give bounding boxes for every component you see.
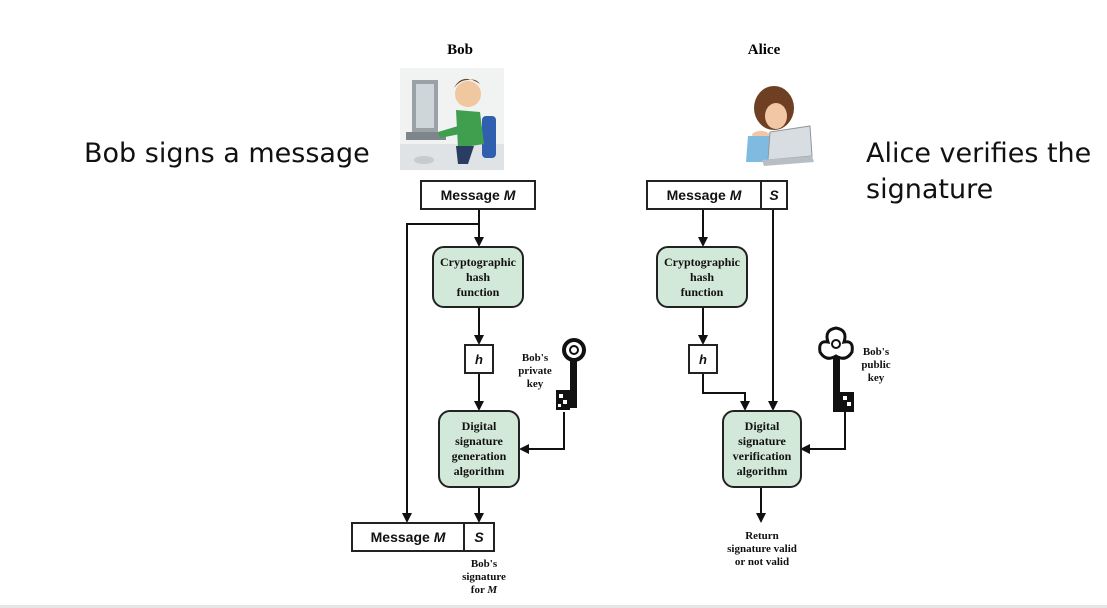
alice-message-text: Message (666, 187, 730, 203)
bob-private-key-label: Bob's private key (510, 352, 560, 391)
bob-message-box: Message M (420, 180, 536, 210)
alice-hash-line2: hash (689, 269, 715, 284)
caption-alice-verifies: Alice verifies the signature (866, 136, 1091, 208)
bob-sig-line3-text: for (470, 584, 488, 596)
public-key-icon (818, 326, 854, 412)
bob-sign-line3: generation (451, 449, 507, 463)
alice-hash-value-box: h (688, 344, 718, 374)
bob-private-key-line1: Bob's (521, 352, 549, 364)
bob-output-message-var: M (433, 529, 446, 545)
bob-signature-generation-block: Digital signature generation algorithm (438, 410, 520, 488)
bob-private-key-line2: private (518, 365, 552, 377)
bob-message-text: Message (440, 187, 504, 203)
alice-hash-function-block: Cryptographic hash function (656, 246, 748, 308)
bob-public-key-line3: key (867, 372, 885, 384)
bob-sig-line2: signature (462, 571, 506, 583)
alice-signature-verification-block: Digital signature verification algorithm (722, 410, 802, 488)
bob-output-message-box: Message M (351, 522, 465, 552)
caption-bob-signs: Bob signs a message (84, 138, 370, 169)
bob-sign-line4: algorithm (453, 464, 505, 478)
bob-signature-label: Bob's signature for M (452, 558, 516, 597)
arrow-h-to-verify (702, 374, 750, 411)
result-line1: Return (745, 530, 779, 542)
alice-verify-line2: signature (738, 434, 786, 448)
bob-sig-line3-var: M (487, 584, 498, 596)
bob-illustration-icon (400, 68, 504, 170)
bob-hash-line2: hash (465, 269, 491, 284)
bob-hash-value-box: h (464, 344, 494, 374)
private-key-icon (556, 338, 586, 410)
arrow-private-key-to-sign (519, 412, 565, 454)
verification-result-label: Return signature valid or not valid (712, 530, 812, 569)
caption-alice-line2: signature (866, 174, 994, 205)
slide-bottom-divider (0, 605, 1107, 608)
bob-hash-line3: function (456, 284, 500, 299)
alice-message-var: M (729, 187, 742, 203)
bob-public-key-label: Bob's public key (852, 346, 900, 385)
arrow-message-bypass-bob (402, 223, 479, 523)
bob-public-key-line2: public (861, 359, 891, 371)
alice-verify-line4: algorithm (736, 464, 788, 478)
bob-output-message-text: Message (370, 529, 434, 545)
bob-public-key-line1: Bob's (862, 346, 890, 358)
arrow-public-key-to-verify (800, 412, 846, 454)
bob-message-var: M (503, 187, 516, 203)
bob-private-key-line3: key (526, 378, 544, 390)
alice-name: Alice (747, 42, 781, 58)
bob-output-signature-box: S (463, 522, 495, 552)
bob-sig-line1: Bob's (470, 558, 498, 570)
result-line3: or not valid (734, 556, 790, 568)
bob-sign-line2: signature (455, 434, 503, 448)
alice-verify-line1: Digital (744, 419, 780, 433)
alice-message-box: Message M (646, 180, 762, 210)
alice-signature-box: S (760, 180, 788, 210)
result-line2: signature valid (727, 543, 797, 555)
bob-sig-line3: for M (452, 584, 516, 597)
alice-hash-line3: function (680, 284, 724, 299)
bob-hash-line1: Cryptographic (440, 254, 516, 269)
alice-hash-line1: Cryptographic (664, 254, 740, 269)
alice-verify-line3: verification (732, 449, 792, 463)
bob-sign-line1: Digital (461, 419, 497, 433)
alice-illustration-icon (746, 86, 814, 166)
bob-hash-function-block: Cryptographic hash function (432, 246, 524, 308)
bob-name: Bob (447, 42, 473, 58)
caption-alice-line1: Alice verifies the (866, 138, 1092, 169)
